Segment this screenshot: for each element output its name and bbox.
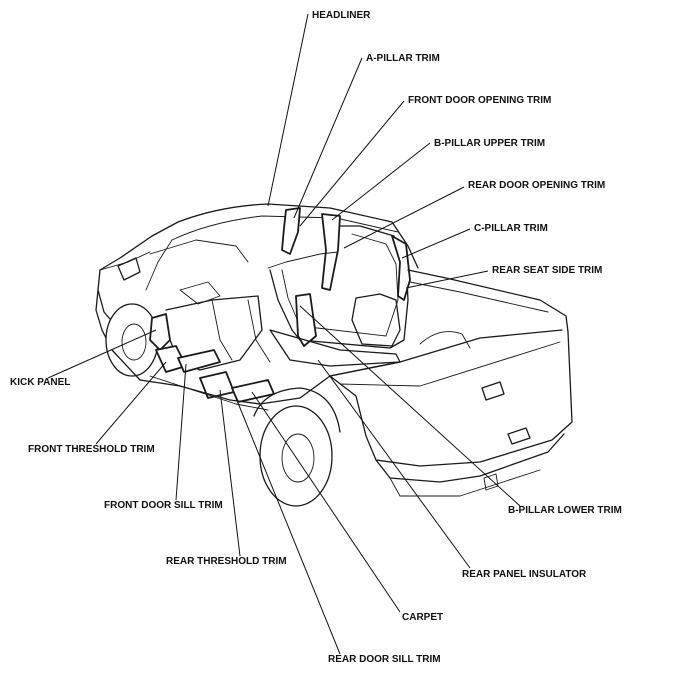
rear-wheel [259, 405, 333, 507]
roof-outline [177, 203, 419, 269]
leader-rear-threshold-trim [219, 389, 241, 557]
truck-illustration [95, 203, 573, 507]
roof-inner [171, 215, 399, 241]
kick-panel-shape [149, 313, 171, 351]
leader-b-pillar-upper-trim [331, 142, 431, 221]
front-door-opening [267, 251, 339, 269]
label-rear-seat-side-trim: REAR SEAT SIDE TRIM [492, 265, 602, 276]
bumper-lower [389, 469, 541, 497]
leader-headliner [267, 13, 309, 207]
label-rear-door-opening-trim: REAR DOOR OPENING TRIM [468, 180, 605, 191]
leader-front-door-sill-trim [175, 363, 187, 501]
front-door-sill-trim-shape [177, 349, 221, 373]
rear-door-opening [269, 225, 409, 349]
bed-top-rail [409, 281, 549, 313]
tailgate [329, 331, 573, 467]
rear-wheel-arch [253, 387, 341, 433]
tailgate-handle [481, 381, 505, 401]
leader-kick-panel [47, 329, 157, 379]
carpet-rear-front [247, 299, 271, 363]
rear-wheel-hub [281, 433, 315, 483]
label-headliner: HEADLINER [312, 10, 371, 21]
rear-seat-side-trim-shape [351, 293, 401, 347]
license-plate-light [507, 427, 531, 445]
leader-front-threshold-trim [95, 361, 167, 445]
tailgate-top [339, 341, 561, 387]
callout-labels: HEADLINER A-PILLAR TRIM FRONT DOOR OPENI… [10, 10, 622, 665]
label-rear-door-sill-trim: REAR DOOR SILL TRIM [328, 654, 441, 665]
leader-rear-door-opening-trim [343, 186, 465, 249]
leader-b-pillar-lower-trim [299, 305, 521, 507]
hood-outline [97, 269, 117, 327]
b-pillar-upper-trim-shape [321, 213, 341, 291]
rear-door-sill-trim-shape [231, 379, 275, 403]
a-pillar-front [145, 239, 173, 291]
leader-rear-panel-insulator [317, 359, 471, 569]
label-c-pillar-trim: C-PILLAR TRIM [474, 223, 548, 234]
rear-door-opening-inner [281, 233, 399, 337]
bed-floor [329, 329, 563, 377]
leader-a-pillar-trim [293, 57, 363, 219]
leader-c-pillar-trim [401, 228, 471, 259]
windshield-frame [99, 221, 179, 271]
label-rear-panel-insulator: REAR PANEL INSULATOR [462, 569, 587, 580]
dashboard [149, 239, 249, 263]
a-pillar-trim-shape [281, 207, 301, 255]
label-front-door-sill-trim: FRONT DOOR SILL TRIM [104, 500, 223, 511]
side-mirror [117, 257, 141, 281]
carpet-center-tunnel [211, 299, 233, 361]
label-b-pillar-upper-trim: B-PILLAR UPPER TRIM [434, 138, 545, 149]
label-front-threshold-trim: FRONT THRESHOLD TRIM [28, 444, 155, 455]
label-kick-panel: KICK PANEL [10, 377, 70, 388]
steering-column [179, 281, 221, 305]
leader-rear-seat-side-trim [405, 270, 489, 289]
bed-wheel-hump [419, 331, 471, 349]
leader-carpet [251, 391, 401, 613]
leader-rear-door-sill-trim [235, 397, 341, 655]
label-front-door-opening-trim: FRONT DOOR OPENING TRIM [408, 95, 551, 106]
label-a-pillar-trim: A-PILLAR TRIM [366, 53, 440, 64]
leader-lines [47, 13, 521, 655]
rear-bumper [375, 433, 565, 483]
side-body-lower [111, 349, 401, 405]
label-b-pillar-lower-trim: B-PILLAR LOWER TRIM [508, 505, 622, 516]
leader-front-door-opening-trim [299, 100, 405, 227]
bed-side-wall [407, 269, 569, 333]
c-pillar-trim-shape [391, 235, 411, 301]
label-carpet: CARPET [402, 612, 443, 623]
label-rear-threshold-trim: REAR THRESHOLD TRIM [166, 556, 287, 567]
front-wheel-hub [121, 323, 147, 361]
